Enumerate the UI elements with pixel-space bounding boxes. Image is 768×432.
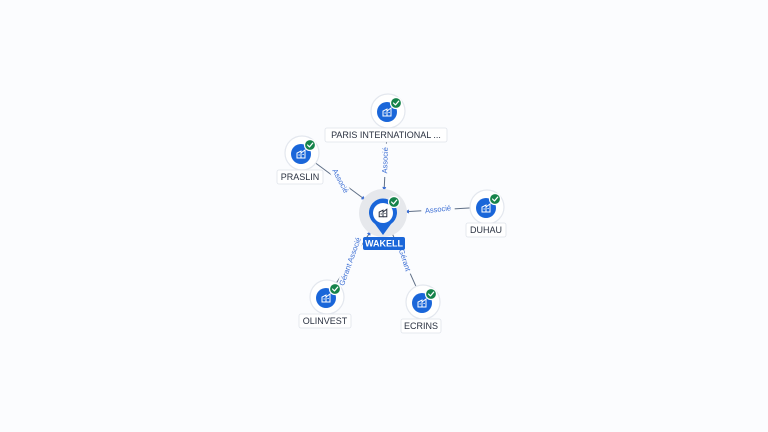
node-label-text: PARIS INTERNATIONAL ...: [331, 130, 441, 140]
node-label[interactable]: DUHAU: [465, 222, 507, 238]
verified-check-icon: [488, 192, 502, 206]
nodes-layer: PARIS INTERNATIONAL ... PRASLIN DUHAU OLINV…: [276, 93, 507, 334]
center-label-text: WAKELL: [365, 238, 403, 248]
node-label-text: ECRINS: [404, 321, 438, 331]
edge-arrow: [382, 186, 387, 192]
node-label-box: [465, 222, 507, 238]
node-label-box: [276, 169, 324, 185]
verified-check-icon: [424, 287, 438, 301]
edge-label-bg: [380, 143, 392, 178]
verified-check-icon: [389, 96, 403, 110]
node-ecrins[interactable]: ECRINS: [400, 284, 442, 334]
edge-label-bg: [394, 244, 414, 276]
node-label-box: [400, 318, 442, 334]
node-label-text: DUHAU: [470, 225, 502, 235]
node-duhau[interactable]: DUHAU: [465, 189, 507, 238]
center-node[interactable]: WAKELL: [359, 189, 407, 250]
building-icon: [481, 203, 491, 213]
node-label-box: [324, 127, 448, 143]
node-label[interactable]: ECRINS: [400, 318, 442, 334]
node-label[interactable]: PARIS INTERNATIONAL ...: [324, 127, 448, 143]
edge-label-bg: [420, 202, 456, 217]
node-label[interactable]: PRASLIN: [276, 169, 324, 185]
node-label-text: PRASLIN: [281, 172, 320, 182]
node-olinvest[interactable]: OLINVEST: [298, 279, 352, 329]
center-label-box: [363, 237, 405, 250]
node-praslin[interactable]: PRASLIN: [276, 135, 324, 185]
verified-check-icon: [387, 195, 401, 209]
edge-label-bg: [327, 164, 353, 199]
building-icon: [378, 208, 388, 218]
node-label[interactable]: OLINVEST: [298, 313, 352, 329]
edge-label: Associé: [380, 147, 390, 174]
edge-label-bg: [335, 230, 366, 293]
building-icon: [296, 149, 306, 159]
edge-label: Gérant Associé: [337, 236, 363, 287]
building-icon: [417, 298, 427, 308]
node-paris[interactable]: PARIS INTERNATIONAL ...: [324, 93, 448, 143]
edge-label: Associé: [424, 203, 451, 215]
edge-duhau: Associé: [404, 202, 472, 217]
building-icon: [321, 293, 331, 303]
edge-arrow: [404, 209, 410, 214]
verified-check-icon: [303, 138, 317, 152]
node-label-box: [298, 313, 352, 329]
node-label-text: OLINVEST: [303, 316, 348, 326]
building-icon: [382, 107, 392, 117]
verified-check-icon: [328, 282, 342, 296]
